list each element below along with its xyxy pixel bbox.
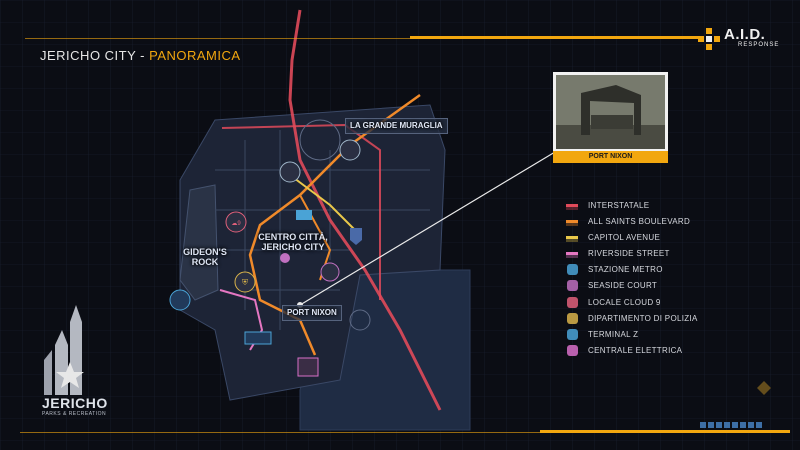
bottom-hud-line bbox=[20, 432, 790, 433]
page-title: JERICHO CITY - PANORAMICA bbox=[40, 48, 241, 63]
poi-wifi-icon bbox=[280, 253, 290, 263]
preview-pointer bbox=[299, 151, 556, 306]
section-name: PANORAMICA bbox=[149, 48, 241, 63]
poi-metro-icon bbox=[296, 210, 312, 220]
label-city-center-line2: JERICHO CITY bbox=[261, 242, 325, 252]
legend-label: DIPARTIMENTO DI POLIZIA bbox=[588, 313, 698, 323]
cloud-icon bbox=[566, 296, 578, 308]
legend-label: SEASIDE COURT bbox=[588, 281, 658, 291]
seaside-icon bbox=[566, 280, 578, 292]
legend-label: TERMINAL Z bbox=[588, 330, 639, 339]
street-line-icon bbox=[566, 248, 578, 260]
preview-scene bbox=[556, 75, 665, 149]
interstate-route bbox=[288, 9, 442, 411]
social-icon-1[interactable] bbox=[700, 422, 706, 428]
legend-item[interactable]: INTERSTATALE bbox=[566, 197, 766, 213]
boulevard-line-icon bbox=[566, 215, 578, 227]
map-legend: INTERSTATALE ALL SAINTS BOULEVARD CAPITOL … bbox=[566, 197, 766, 359]
city-name: JERICHO CITY bbox=[40, 48, 137, 63]
top-hud-accent bbox=[410, 36, 700, 39]
interstate-line-icon bbox=[566, 199, 578, 211]
metro-icon bbox=[566, 264, 578, 276]
social-icon-5[interactable] bbox=[732, 422, 738, 428]
brand-logo: A.I.D. RESPONSE bbox=[698, 26, 788, 52]
legend-item[interactable]: RIVERSIDE STREET bbox=[566, 246, 766, 262]
poi-seaside-icon bbox=[320, 262, 340, 282]
legend-item[interactable]: CAPITOL AVENUE bbox=[566, 229, 766, 245]
social-icon-6[interactable] bbox=[740, 422, 746, 428]
label-gideon-line1: GIDEON'S bbox=[183, 247, 227, 257]
label-city-center[interactable]: CENTRO CITTÀ, JERICHO CITY bbox=[258, 232, 328, 252]
title-separator: - bbox=[136, 48, 150, 63]
legend-label: CAPITOL AVENUE bbox=[588, 232, 661, 242]
label-great-wall[interactable]: LA GRANDE MURAGLIA bbox=[345, 118, 448, 134]
label-port-nixon[interactable]: PORT NIXON bbox=[282, 305, 342, 321]
poi-power-icon bbox=[297, 357, 319, 377]
legend-item[interactable]: DIPARTIMENTO DI POLIZIA bbox=[566, 310, 766, 326]
legend-item[interactable]: CENTRALE ELETTRICA bbox=[566, 343, 766, 359]
legend-item[interactable]: ALL SAINTS BOULEVARD bbox=[566, 213, 766, 229]
police-icon bbox=[566, 312, 578, 324]
legend-label: INTERSTATALE bbox=[588, 200, 650, 210]
legend-label: ALL SAINTS BOULEVARD bbox=[588, 216, 691, 226]
terminal-icon bbox=[566, 329, 578, 341]
poi-gideon-icon bbox=[169, 289, 191, 311]
poi-terminal-icon bbox=[244, 331, 272, 345]
preview-caption: PORT NIXON bbox=[553, 151, 668, 163]
label-city-center-line1: CENTRO CITTÀ, bbox=[258, 232, 328, 242]
social-icon-2[interactable] bbox=[708, 422, 714, 428]
legend-label: RIVERSIDE STREET bbox=[588, 249, 670, 259]
social-icons bbox=[700, 422, 762, 428]
location-preview-image bbox=[553, 72, 668, 152]
brand-subtitle: RESPONSE bbox=[738, 42, 780, 48]
legend-item[interactable]: STAZIONE METRO bbox=[566, 262, 766, 278]
poi-wall-icon bbox=[339, 139, 361, 161]
jericho-logo bbox=[44, 305, 84, 395]
social-icon-3[interactable] bbox=[716, 422, 722, 428]
social-icon-7[interactable] bbox=[748, 422, 754, 428]
poi-shield-91-icon bbox=[350, 228, 362, 245]
jericho-logo-text: JERICHO bbox=[42, 395, 108, 411]
social-icon-8[interactable] bbox=[756, 422, 762, 428]
poi-cloud9-icon: ☁9 bbox=[225, 211, 247, 233]
top-hud-line bbox=[25, 38, 700, 39]
poi-bravo-icon bbox=[279, 161, 301, 183]
legend-label: LOCALE CLOUD 9 bbox=[588, 297, 661, 307]
legend-item[interactable]: SEASIDE COURT bbox=[566, 278, 766, 294]
poi-police-icon: ⛨ bbox=[234, 271, 256, 293]
diamond-mark-icon bbox=[757, 381, 771, 395]
legend-item[interactable]: TERMINAL Z bbox=[566, 327, 766, 343]
avenue-line-icon bbox=[566, 231, 578, 243]
label-gideons-rock[interactable]: GIDEON'S ROCK bbox=[180, 247, 230, 267]
power-plant-icon bbox=[566, 345, 578, 357]
capitol-route bbox=[289, 174, 356, 231]
legend-label: STAZIONE METRO bbox=[588, 265, 663, 275]
legend-item[interactable]: LOCALE CLOUD 9 bbox=[566, 294, 766, 310]
brand-name: A.I.D. bbox=[724, 26, 766, 43]
label-gideon-line2: ROCK bbox=[191, 257, 219, 267]
social-icon-4[interactable] bbox=[724, 422, 730, 428]
jericho-logo-subtitle: PARKS & RECREATION bbox=[42, 411, 107, 417]
bottom-hud-accent bbox=[540, 430, 790, 433]
brand-mark-icon bbox=[698, 28, 720, 50]
legend-label: CENTRALE ELETTRICA bbox=[588, 346, 683, 356]
svg-text:⛨: ⛨ bbox=[242, 278, 248, 287]
svg-text:☁9: ☁9 bbox=[231, 221, 241, 227]
